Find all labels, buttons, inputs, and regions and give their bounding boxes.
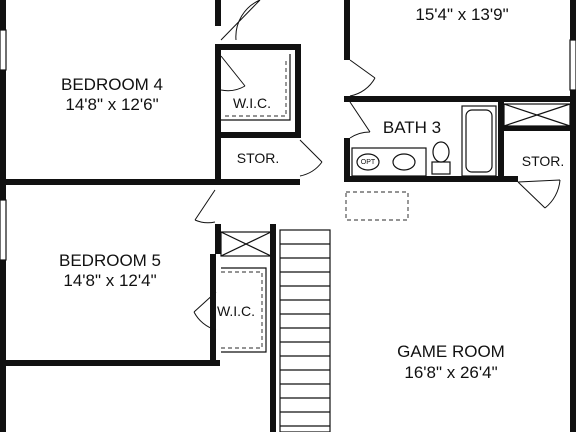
stor-right-label: STOR.	[522, 153, 565, 169]
wall-bedroom-top-bottom	[344, 96, 576, 102]
stair-outline	[279, 229, 331, 432]
window-bedroom5	[0, 199, 7, 261]
stor-left-label: STOR.	[237, 150, 280, 166]
bedroom-top-dims: 15'4" x 13'9"	[415, 5, 508, 24]
wall-bedroom4-right	[215, 0, 221, 26]
linen-box-upper-x	[503, 103, 571, 127]
opt-label: OPT	[361, 159, 376, 166]
wall-stor-right-bottom	[498, 176, 518, 182]
wall-bedroom4-bottom	[0, 179, 220, 185]
wall-wic-upper-right	[295, 44, 301, 138]
bath3-label: BATH 3	[383, 118, 441, 137]
wall-stor-right-top	[498, 126, 576, 131]
attic-access	[345, 191, 409, 221]
door-bath3	[349, 101, 371, 139]
wall-bedroom-top-left	[344, 0, 350, 60]
linen-box-lower	[220, 231, 272, 257]
bedroom4-dims: 14'8" x 12'6"	[65, 95, 158, 114]
toilet-bowl	[432, 141, 450, 163]
linen-box-upper	[503, 103, 571, 127]
stair-treads	[280, 243, 330, 427]
wic-upper-shelf	[221, 54, 291, 121]
game-room-dims: 16'8" x 26'4"	[404, 363, 497, 382]
window-bedroom-top	[569, 39, 576, 91]
wic-upper-rod	[225, 58, 287, 117]
wall-wic-stor-divider	[215, 132, 301, 138]
wall-lower-stair-left	[270, 360, 276, 432]
wic-upper-label: W.I.C.	[233, 95, 271, 111]
door-bedroom-top-hall	[349, 59, 376, 97]
door-wic-lower	[193, 291, 217, 331]
game-room-name: GAME ROOM	[397, 342, 505, 361]
wall-stor-left-bottom	[215, 179, 300, 185]
window-bedroom4	[0, 29, 7, 71]
door-stor-left	[299, 139, 323, 177]
bedroom4-name: BEDROOM 4	[61, 75, 163, 94]
wic-lower-shelf	[221, 267, 267, 353]
wall-wic-upper-left	[215, 44, 221, 185]
bathtub-inner	[465, 109, 493, 173]
wall-bedroom5-right-upper	[215, 224, 221, 254]
door-stor-right	[517, 179, 561, 209]
wall-bath-left	[344, 138, 350, 180]
bedroom5-dims: 14'8" x 12'4"	[63, 271, 156, 290]
wall-bedroom5-bottom	[0, 360, 220, 366]
right-exterior-wall	[570, 0, 576, 432]
wall-bath-bottom	[344, 176, 504, 182]
wic-lower-label: W.I.C.	[217, 303, 255, 319]
wall-bath-right	[498, 96, 504, 182]
door-bedroom-top	[220, 0, 261, 41]
wall-bedroom5-right	[210, 254, 216, 362]
toilet-tank	[431, 161, 451, 175]
wall-wic-upper-top	[215, 44, 300, 50]
wall-wic-lower-frame-right	[270, 224, 276, 432]
door-bedroom4	[194, 189, 216, 224]
sink	[392, 153, 416, 171]
bedroom5-name: BEDROOM 5	[59, 251, 161, 270]
sink-opt	[356, 153, 380, 171]
linen-box-lower-x	[220, 231, 272, 257]
door-wic-upper	[220, 55, 246, 92]
wic-lower-rod	[221, 271, 263, 349]
